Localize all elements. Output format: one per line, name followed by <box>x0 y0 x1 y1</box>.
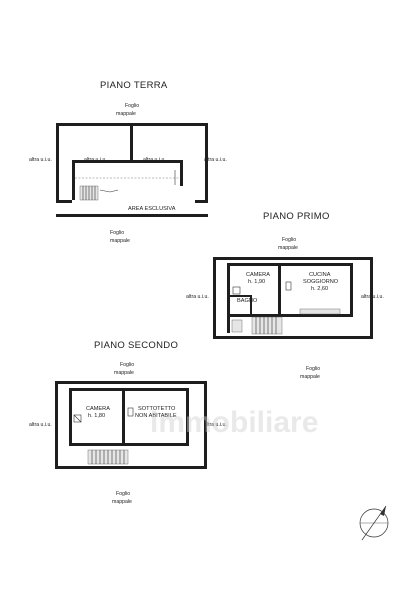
piano-primo-bagno-side <box>250 295 252 314</box>
piano-terra-title: PIANO TERRA <box>100 80 168 91</box>
piano-terra-wall-stub-left <box>56 200 72 203</box>
piano-primo-cucina-label: CUCINA <box>309 272 331 278</box>
piano-secondo-inner-bottom <box>69 443 189 446</box>
piano-terra-wall-divider <box>130 126 133 160</box>
piano-primo-foglio-bottom: Foglio <box>306 366 320 372</box>
piano-primo-counter <box>299 308 341 315</box>
piano-terra-wall-top <box>56 123 208 126</box>
piano-primo-soggiorno-label: SOGGIORNO <box>303 279 339 285</box>
piano-primo-altra-right: altra u.i.u. <box>361 294 384 300</box>
piano-primo-inner-top <box>227 263 353 266</box>
piano-terra-wall-mid <box>72 160 182 163</box>
piano-secondo-wall-top <box>55 381 207 384</box>
piano-secondo-inner-top <box>69 388 189 391</box>
piano-primo-wall-right <box>370 257 373 339</box>
piano-secondo-foglio-bottom: Foglio <box>116 491 130 497</box>
piano-secondo-inner-left <box>69 388 72 446</box>
piano-primo-mappale-bottom: mappale <box>300 374 320 380</box>
piano-secondo-fixture-sottotetto <box>127 407 134 417</box>
piano-primo-title: PIANO PRIMO <box>263 211 330 222</box>
piano-terra-stairs <box>79 185 119 201</box>
piano-primo-section: PIANO PRIMO Foglio mappale CAM <box>186 211 384 380</box>
piano-terra-foglio-top: Foglio <box>125 103 139 109</box>
piano-secondo-camera-height: h. 1,80 <box>88 413 105 419</box>
piano-secondo-title: PIANO SECONDO <box>94 340 178 351</box>
piano-secondo-section: PIANO SECONDO Foglio mappale <box>29 340 227 505</box>
piano-secondo-divider <box>122 388 125 446</box>
piano-terra-mappale-bottom: mappale <box>110 238 130 244</box>
piano-terra-altra-right: altra u.i.u. <box>204 157 227 163</box>
piano-primo-foglio-top: Foglio <box>282 237 296 243</box>
piano-terra-altra-inner-2: altra u.i.u. <box>143 157 166 163</box>
piano-secondo-fixture-camera <box>73 414 82 423</box>
piano-terra-altra-inner-1: altra u.i.u. <box>84 157 107 163</box>
piano-secondo-camera-label: CAMERA <box>86 406 110 412</box>
piano-secondo-sottotetto-label: SOTTOTETTO <box>138 406 176 412</box>
piano-terra-area-label: AREA ESCLUSIVA <box>128 206 176 212</box>
piano-secondo-stairs <box>87 449 129 465</box>
piano-primo-camera-height: h. 1,90 <box>248 279 265 285</box>
piano-primo-camera-label: CAMERA <box>246 272 270 278</box>
piano-primo-bagno-wall <box>230 295 252 297</box>
piano-primo-closet <box>231 319 243 333</box>
piano-primo-inner-right <box>350 263 353 317</box>
piano-primo-divider <box>278 263 281 317</box>
piano-primo-wall-bottom <box>213 336 373 339</box>
piano-terra-wall-stub-right <box>195 200 208 203</box>
piano-terra-wall-inner-left <box>72 160 75 200</box>
piano-primo-inner-left <box>227 263 230 333</box>
piano-secondo-altra-left: altra u.i.u. <box>29 422 52 428</box>
piano-primo-wall-left <box>213 257 216 339</box>
piano-primo-cucina-height: h. 2,60 <box>311 286 328 292</box>
piano-primo-fixture <box>232 286 241 295</box>
piano-secondo-non-abitabile-label: NON ABITABILE <box>135 413 177 419</box>
piano-secondo-foglio-top: Foglio <box>120 362 134 368</box>
piano-secondo-altra-right: altra u.i.u. <box>204 422 227 428</box>
piano-primo-window-mark <box>285 281 292 291</box>
piano-terra-wall-inner-right <box>180 160 183 186</box>
piano-terra-foglio-bottom: Foglio <box>110 230 124 236</box>
piano-secondo-wall-left <box>55 381 58 469</box>
piano-terra-section: PIANO TERRA Foglio mappale altra u.i.u. … <box>29 80 227 244</box>
piano-terra-mappale-top: mappale <box>116 111 136 117</box>
north-arrow-icon <box>359 505 389 541</box>
piano-secondo-mappale-bottom: mappale <box>112 499 132 505</box>
piano-terra-wall-bottom <box>56 214 208 217</box>
piano-primo-wall-top <box>213 257 373 260</box>
piano-terra-altra-left: altra u.i.u. <box>29 157 52 163</box>
piano-secondo-wall-bottom <box>55 466 207 469</box>
piano-secondo-wall-right <box>204 381 207 469</box>
piano-primo-bagno-label: BAGNO <box>237 298 258 304</box>
piano-secondo-inner-right <box>186 388 189 446</box>
piano-primo-altra-left: altra u.i.u. <box>186 294 209 300</box>
piano-secondo-mappale-top: mappale <box>114 370 134 376</box>
piano-primo-mappale-top: mappale <box>278 245 298 251</box>
piano-primo-stairs <box>251 316 283 335</box>
watermark-text: immobiliare <box>150 406 318 439</box>
piano-primo-inner-bottom <box>230 314 353 317</box>
piano-terra-wall-right <box>205 123 208 203</box>
piano-terra-wall-left <box>56 123 59 203</box>
